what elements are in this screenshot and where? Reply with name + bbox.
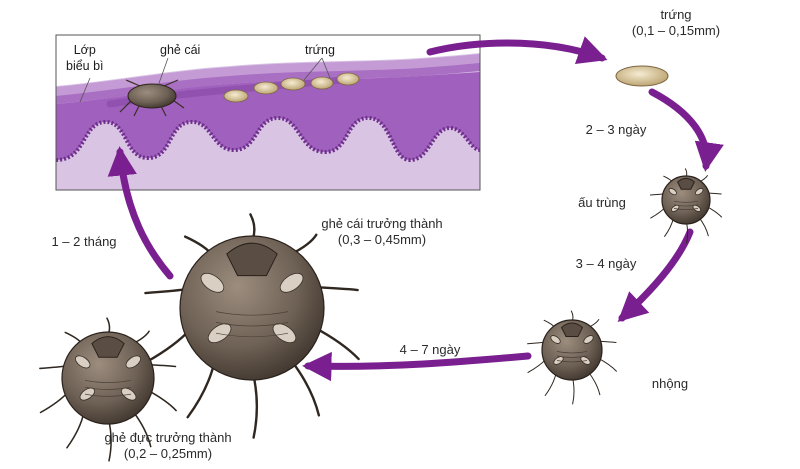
epidermis-label-line2: biểu bì [66,59,104,73]
adult-male-name: ghẻ đực trưởng thành [104,430,232,445]
egg-size: (0,1 – 0,15mm) [631,23,721,38]
duration-larva-to-nymph: 3 – 4 ngày [575,256,637,271]
cycle-arrows [107,36,724,382]
arrow-egg-to-larva [648,88,724,172]
duration-nymph-to-adult: 4 – 7 ngày [399,342,461,357]
arrow-larva-to-nymph [617,228,694,323]
female-mite-label: ghẻ cái [160,43,201,57]
adult-female-size: (0,3 – 0,45mm) [337,232,427,247]
nymph-mite-illustration [527,310,617,405]
arrow-skin-to-egg [426,36,608,65]
adult-female-label: ghẻ cái trưởng thành (0,3 – 0,45mm) [321,216,442,248]
egg-stage-label: trứng (0,1 – 0,15mm) [632,7,720,39]
egg-stage-illustration [615,65,669,87]
adult-male-label: ghẻ đực trưởng thành (0,2 – 0,25mm) [104,430,231,462]
arrow-nymph-to-adult [302,351,532,382]
eggs-label: trứng [305,43,335,57]
burrow-eggs [223,72,360,103]
adult-female-mite-illustration [144,213,360,439]
adult-male-mite-illustration [39,317,177,462]
larva-stage-label: ấu trùng [578,195,626,210]
epidermis-label: Lớp biểu bì [66,42,104,74]
adult-female-name: ghẻ cái trưởng thành [321,216,443,231]
female-mite-in-skin [119,79,185,117]
egg-name: trứng [660,7,692,22]
duration-adult-to-skin: 1 – 2 tháng [51,234,117,249]
epidermis-label-line1: Lớp [73,43,96,57]
skin-box-border [55,34,481,191]
nymph-stage-label: nhộng [651,376,689,391]
larva-mite-illustration [649,168,723,244]
arrow-adult-to-skin [107,146,174,280]
duration-egg-to-larva: 2 – 3 ngày [585,122,647,137]
adult-male-size: (0,2 – 0,25mm) [123,446,213,461]
